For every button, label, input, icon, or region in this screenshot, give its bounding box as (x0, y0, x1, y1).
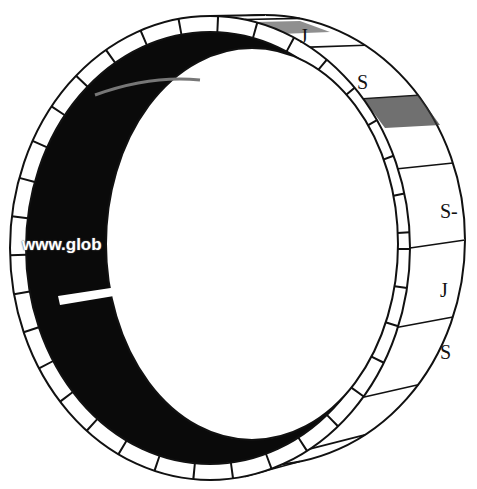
watermark: www.glob (22, 236, 102, 253)
pole-label: S (357, 72, 368, 92)
pole-label: S- (440, 201, 458, 221)
pole-label: S (440, 342, 451, 362)
pole-label: J (440, 280, 448, 300)
pole-label: J (300, 26, 308, 46)
